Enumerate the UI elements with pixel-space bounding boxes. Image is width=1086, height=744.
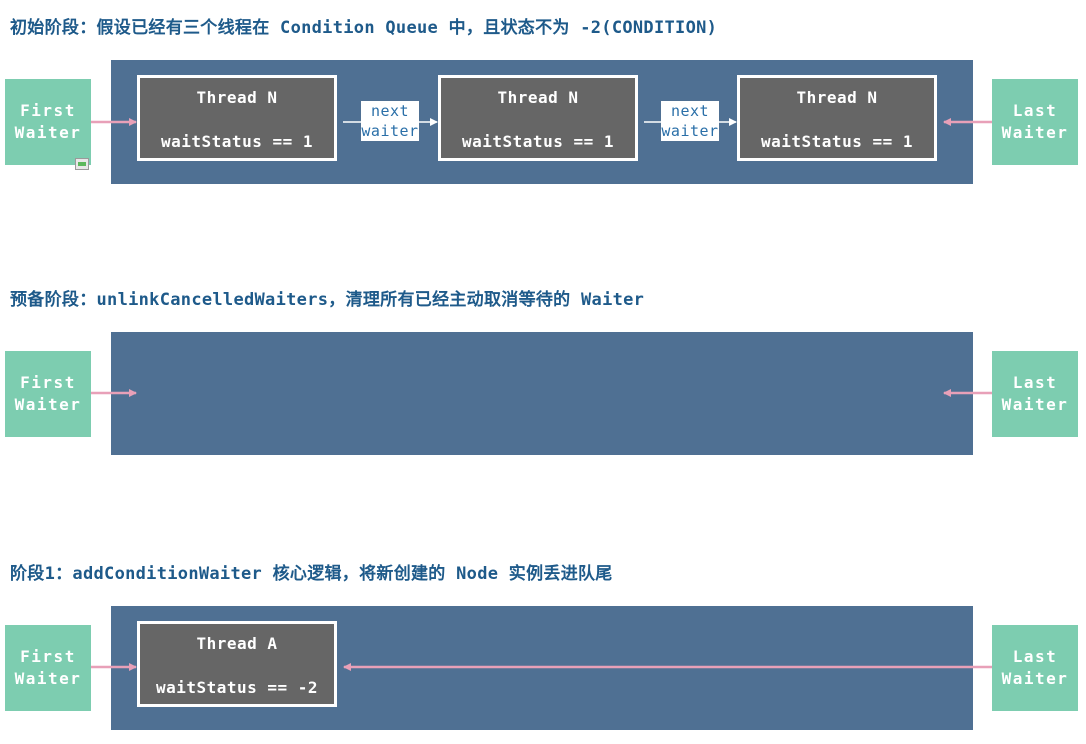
section-2-heading: 预备阶段：unlinkCancelledWaiters，清理所有已经主动取消等待… [10, 290, 645, 310]
first-waiter-label-line1: First [20, 647, 76, 666]
section-1-node-2: Thread N waitStatus == 1 [438, 75, 638, 161]
node-status: waitStatus == -2 [155, 678, 319, 697]
node-title: Thread A [196, 634, 278, 653]
link-label-line2: waiter [661, 122, 719, 140]
section-1-link-label-2: next waiter [661, 101, 719, 141]
resize-handle-icon[interactable] [75, 158, 89, 170]
node-title: Thread N [497, 88, 579, 107]
first-waiter-label-line2: Waiter [14, 395, 82, 414]
node-status: waitStatus == 1 [761, 132, 913, 151]
section-1-heading: 初始阶段：假设已经有三个线程在 Condition Queue 中，且状态不为 … [10, 18, 718, 38]
section-3-first-waiter: First Waiter [5, 625, 91, 711]
first-waiter-label-line2: Waiter [14, 669, 82, 688]
last-waiter-label-line1: Last [1012, 647, 1058, 666]
section-3-node-1: Thread A waitStatus == -2 [137, 621, 337, 707]
first-waiter-label-line1: First [20, 373, 76, 392]
section-1-node-1: Thread N waitStatus == 1 [137, 75, 337, 161]
last-waiter-label-line1: Last [1012, 101, 1058, 120]
section-1-node-3: Thread N waitStatus == 1 [737, 75, 937, 161]
node-title: Thread N [196, 88, 278, 107]
node-status: waitStatus == 1 [161, 132, 313, 151]
link-label-line1: next [670, 102, 710, 120]
last-waiter-label-line2: Waiter [1001, 669, 1069, 688]
last-waiter-label-line2: Waiter [1001, 123, 1069, 142]
section-3-last-waiter: Last Waiter [992, 625, 1078, 711]
section-2-queue-panel [111, 332, 973, 455]
section-3-heading: 阶段1：addConditionWaiter 核心逻辑，将新创建的 Node 实… [10, 564, 613, 584]
node-status: waitStatus == 1 [462, 132, 614, 151]
section-2-last-waiter: Last Waiter [992, 351, 1078, 437]
link-label-line1: next [370, 102, 410, 120]
first-waiter-label-line2: Waiter [14, 123, 82, 142]
section-1-last-waiter: Last Waiter [992, 79, 1078, 165]
section-2-first-waiter: First Waiter [5, 351, 91, 437]
link-label-line2: waiter [361, 122, 419, 140]
first-waiter-label-line1: First [20, 101, 76, 120]
section-1-first-waiter: First Waiter [5, 79, 91, 165]
last-waiter-label-line1: Last [1012, 373, 1058, 392]
last-waiter-label-line2: Waiter [1001, 395, 1069, 414]
section-1-link-label-1: next waiter [361, 101, 419, 141]
node-title: Thread N [796, 88, 878, 107]
